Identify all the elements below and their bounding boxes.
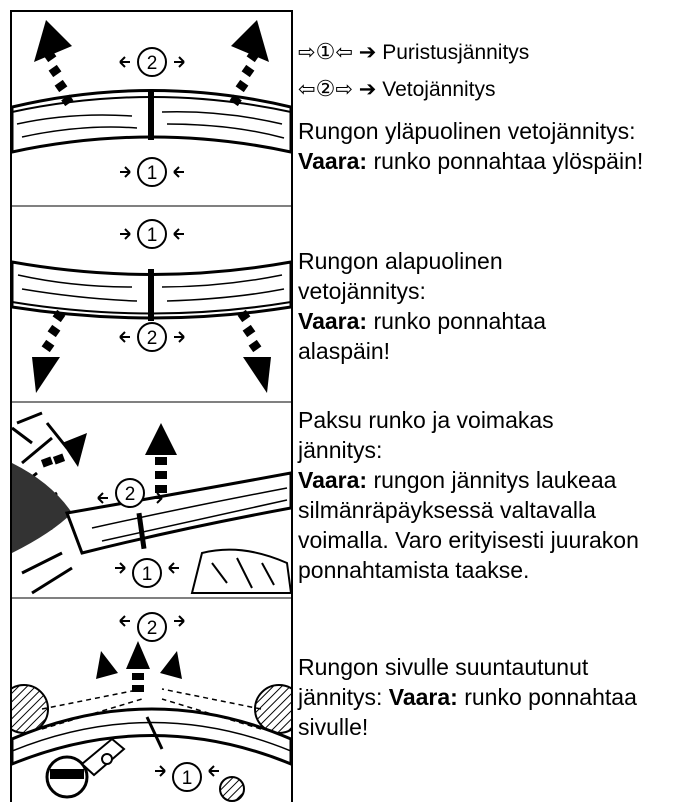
arrow-right-icon: ➔ — [359, 78, 377, 101]
section-thick-trunk: Paksu runko ja voimakas jännitys: Vaara:… — [298, 405, 643, 585]
arrow-right-icon: ➔ — [359, 41, 377, 64]
label-circle-text: 1 — [182, 768, 193, 789]
saw-cut-mark — [148, 90, 154, 140]
illustration-column: 2 1 1 2 — [10, 10, 293, 802]
section-warning-text: runko ponnahtaa ylöspäin! — [373, 148, 643, 174]
illustration-thick-trunk: 2 1 — [12, 403, 291, 597]
arrow-up-left-icon — [41, 433, 87, 467]
circled-number: ② — [316, 76, 336, 101]
arrow-down-left-icon — [32, 310, 65, 393]
circled-number: ① — [316, 39, 336, 64]
section-upper-tension: Rungon yläpuolinen vetojännitys: Vaara: … — [298, 116, 668, 176]
illustration-side-tension: 2 1 — [12, 599, 291, 802]
section-intro: Paksu runko ja voimakas jännitys: — [298, 405, 598, 465]
section-intro: Rungon yläpuolinen vetojännitys: — [298, 118, 636, 144]
label-circle-text: 1 — [142, 564, 153, 585]
label-circle-text: 2 — [125, 484, 136, 505]
arrow-up-left-icon — [34, 20, 73, 106]
legend-label: Puristusjännitys — [382, 41, 529, 64]
warning-label: Vaara: — [298, 308, 367, 334]
legend-tension: ⇦②⇨ ➔ Vetojännitys — [298, 73, 496, 106]
arrow-up-right-icon — [230, 20, 269, 106]
warning-label: Vaara: — [298, 148, 367, 174]
warning-label: Vaara: — [389, 684, 458, 710]
label-circle-text: 1 — [147, 225, 158, 246]
section-lower-tension: Rungon alapuolinen vetojännitys: Vaara: … — [298, 246, 638, 366]
label-circle-text: 2 — [147, 618, 158, 639]
illustration-upper-tension: 2 1 — [12, 12, 291, 205]
label-circle-text: 2 — [147, 53, 158, 74]
arrow-left-outline-icon: ⇦ — [298, 78, 316, 101]
arrow-right-outline-icon: ⇨ — [335, 78, 353, 101]
section-side-tension: Rungon sivulle suuntautunut jännitys: Va… — [298, 652, 673, 742]
arrow-left-outline-icon: ⇦ — [335, 41, 353, 64]
saw-cut-mark — [148, 269, 154, 321]
legend-label: Vetojännitys — [382, 78, 495, 101]
arrow-up-icon — [96, 641, 182, 692]
section-intro: Rungon alapuolinen vetojännitys: — [298, 246, 588, 306]
illustration-lower-tension: 1 2 — [12, 207, 291, 401]
warning-label: Vaara: — [298, 467, 367, 493]
arrow-up-icon — [145, 423, 177, 493]
arrow-right-outline-icon: ⇨ — [298, 41, 316, 64]
arrow-down-right-icon — [238, 310, 271, 393]
label-circle-text: 1 — [147, 163, 158, 184]
label-circle-text: 2 — [147, 328, 158, 349]
legend-compression: ⇨①⇦ ➔ Puristusjännitys — [298, 36, 529, 69]
